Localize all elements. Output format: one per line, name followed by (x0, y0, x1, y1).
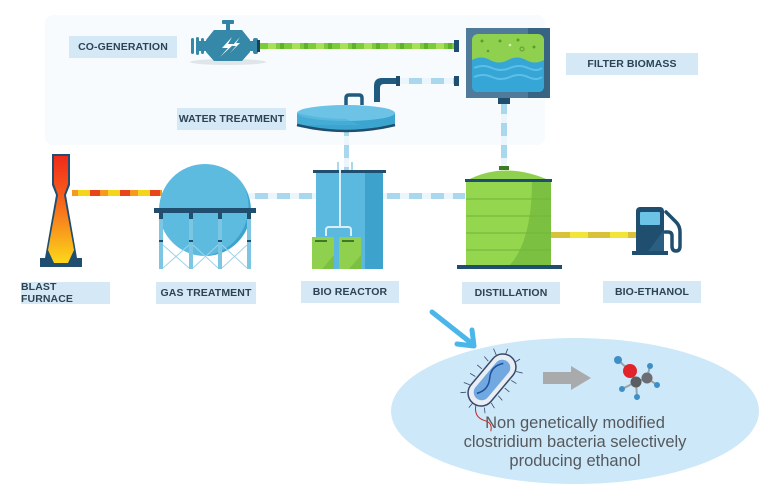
label-bio-reactor: BIO REACTOR (301, 281, 399, 303)
bacteria-icon (460, 348, 523, 432)
label-co-generation: CO-GENERATION (69, 36, 177, 58)
pipe-cogen-to-filter (258, 43, 458, 49)
pipe-filter-to-distillation (501, 104, 507, 166)
pipe-elbow (374, 78, 398, 102)
distillation-tank-icon (457, 166, 562, 269)
callout-arrow (429, 309, 477, 349)
ethanol-molecule-icon (614, 356, 660, 400)
label-water-treatment: WATER TREATMENT (177, 108, 286, 130)
pipe-distillation-to-ethanol (550, 232, 636, 238)
callout-line-2: clostridium bacteria selectively (463, 433, 687, 451)
pipe-furnace-to-gas (72, 190, 162, 196)
gas-sphere-icon (154, 164, 256, 269)
label-filter-biomass: FILTER BIOMASS (566, 53, 698, 75)
water-tank-icon (296, 93, 396, 133)
filter-tank-icon (466, 28, 550, 104)
fuel-pump-icon (632, 207, 682, 255)
pipe-water-to-reactor (344, 131, 349, 171)
label-distillation: DISTILLATION (462, 282, 560, 304)
pipe-gas-to-reactor (248, 193, 316, 199)
callout-line-3: producing ethanol (509, 452, 641, 470)
furnace-icon (40, 154, 82, 267)
pipe-filter-to-water (398, 78, 458, 84)
label-gas-treatment: GAS TREATMENT (156, 282, 256, 304)
callout-line-1: Non genetically modified (485, 414, 665, 432)
engine-icon (190, 20, 266, 65)
pipe-reactor-to-distillation (383, 193, 465, 199)
reactor-icon (312, 162, 386, 269)
label-blast-furnace: BLAST FURNACE (21, 281, 110, 305)
callout-description: Non genetically modified clostridium bac… (410, 414, 740, 471)
label-bio-ethanol: BIO-ETHANOL (603, 281, 701, 303)
conversion-arrow-icon (543, 366, 591, 390)
